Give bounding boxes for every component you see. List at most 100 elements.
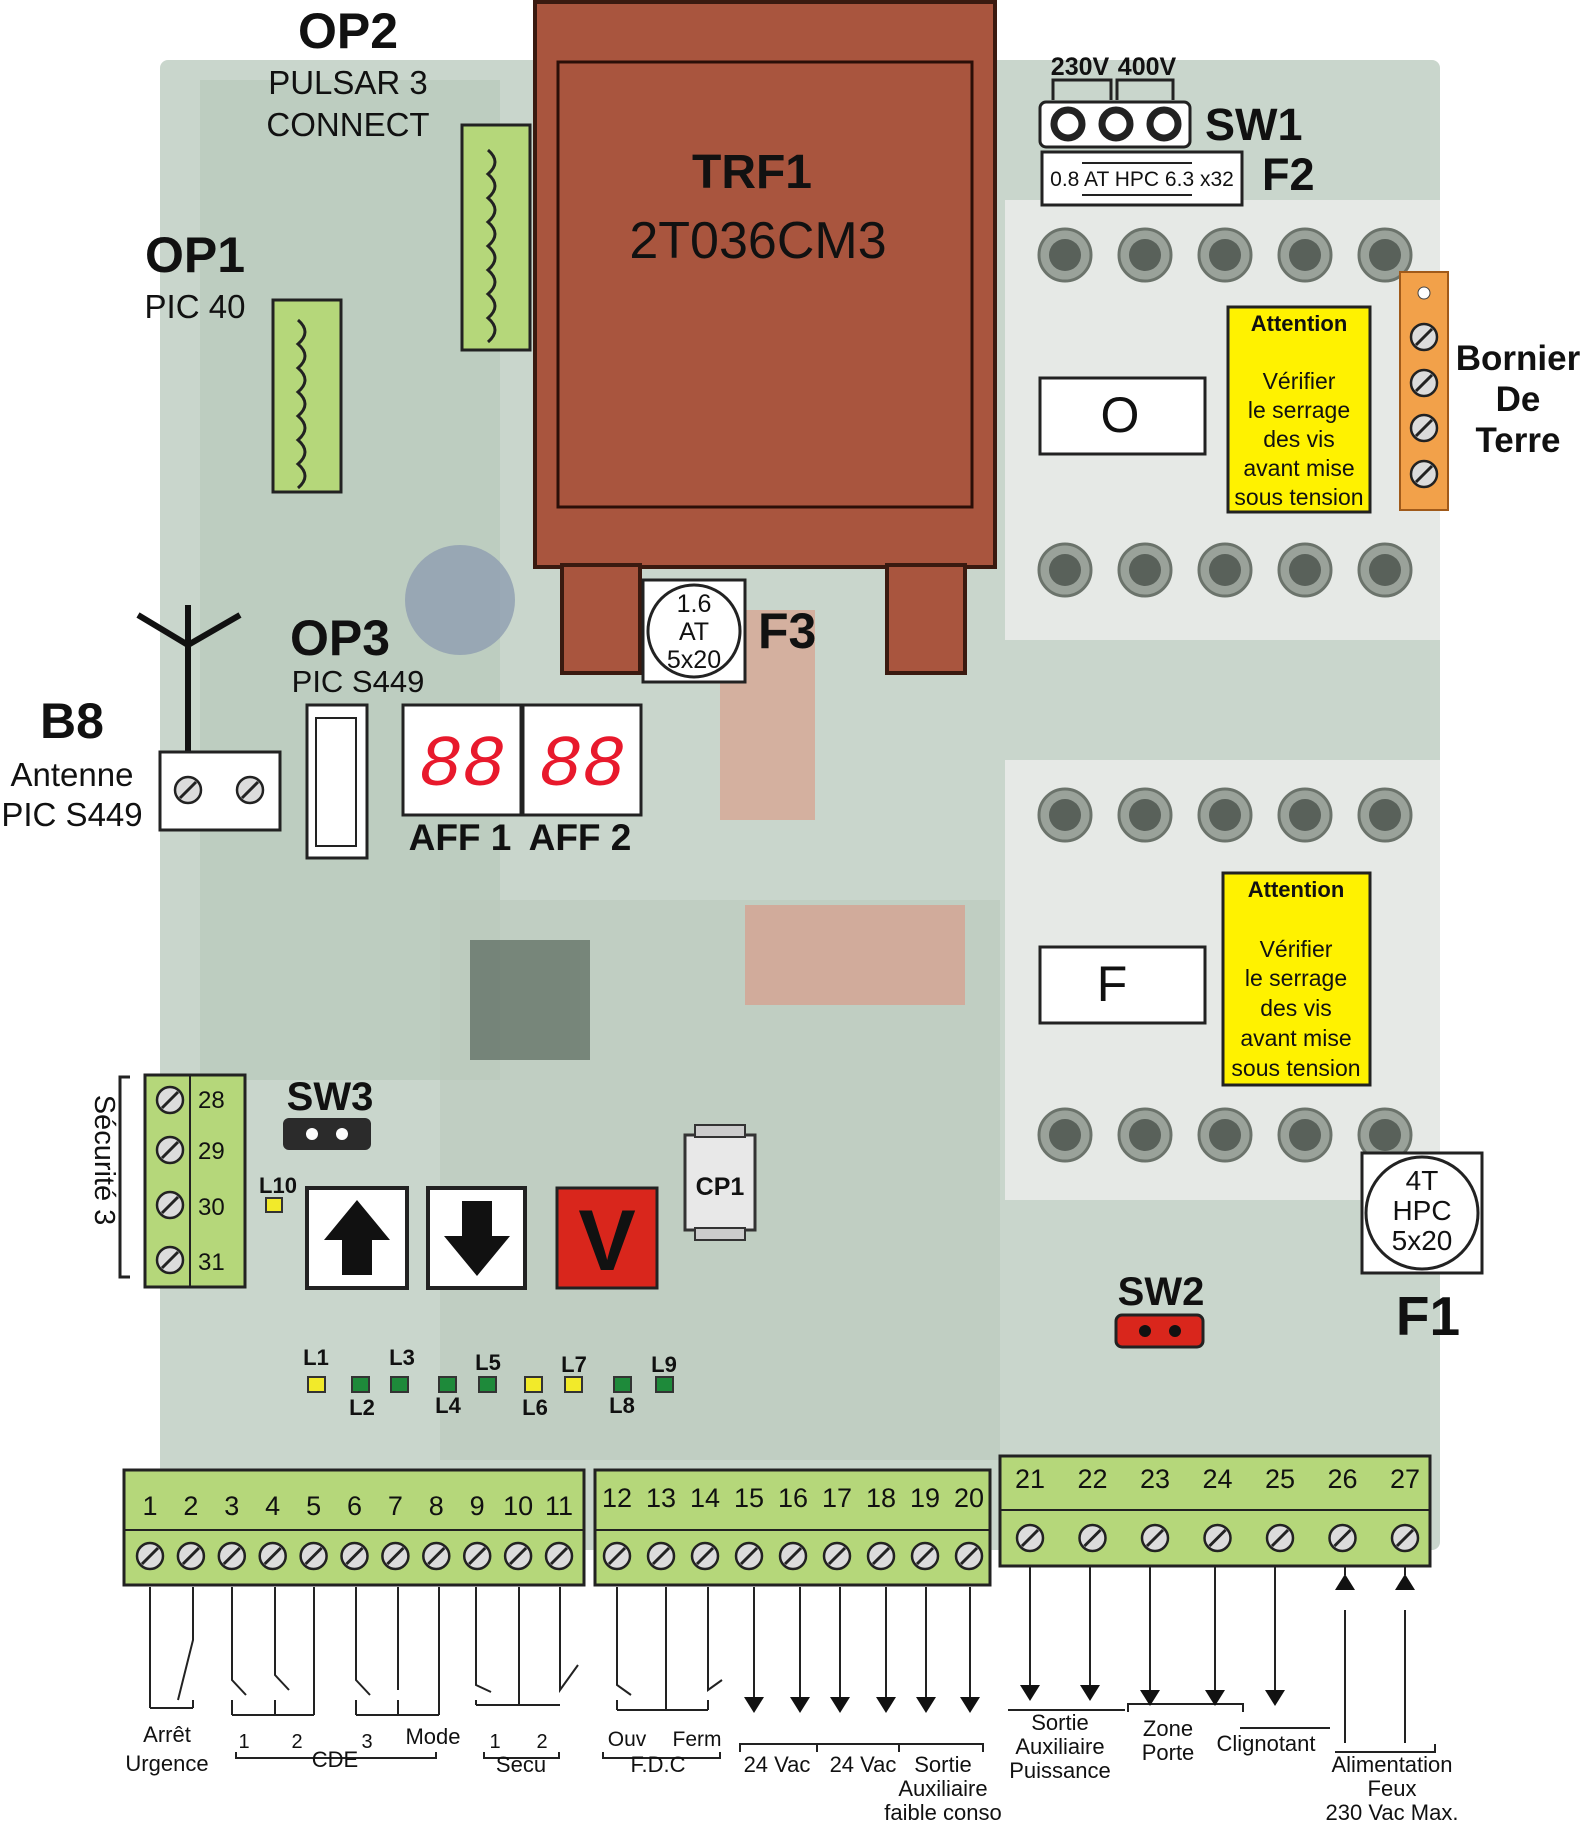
led-l1-label: L1 [303, 1345, 329, 1370]
attention-o-l3: des vis [1263, 426, 1335, 452]
label-fdc: F.D.C [631, 1752, 686, 1777]
validate-button[interactable]: V [555, 1186, 659, 1290]
attention-o-l1: Vérifier [1263, 368, 1336, 394]
attention-f-l5: sous tension [1231, 1055, 1360, 1081]
terminal-number-13: 13 [646, 1483, 676, 1513]
trf1-title: TRF1 [692, 146, 812, 199]
led-l6-label: L6 [522, 1395, 548, 1420]
attention-box-o: Attention Vérifier le serrage des vis av… [1226, 305, 1372, 514]
op2-line1: PULSAR 3 [268, 64, 428, 101]
terminal-screw-10[interactable] [503, 1541, 533, 1571]
terminal-screw-17[interactable] [822, 1541, 852, 1571]
terminal-screw-4[interactable] [258, 1541, 288, 1571]
label-sortie-puissance-1: Sortie [1031, 1710, 1088, 1735]
contactor-o-label-box [1038, 376, 1207, 456]
terminal-screw-1[interactable] [135, 1541, 165, 1571]
terminal-screw-22[interactable] [1078, 1523, 1107, 1553]
terminal-screw-14[interactable] [690, 1541, 720, 1571]
terminal-screw-24[interactable] [1203, 1523, 1232, 1553]
earth-terminal-strip: Bornier De Terre [1399, 271, 1581, 511]
label-feux: Feux [1368, 1776, 1417, 1801]
terminal-number-15: 15 [734, 1483, 764, 1513]
terminal-screw-2[interactable] [176, 1541, 206, 1571]
up-button[interactable] [305, 1186, 409, 1290]
attention-o-l5: sous tension [1234, 484, 1363, 510]
terminal-screw-26[interactable] [1328, 1523, 1357, 1553]
label-mode: Mode [405, 1724, 460, 1749]
terminal-number-20: 20 [954, 1483, 984, 1513]
label-sortie-faible-2: Auxiliaire [898, 1776, 987, 1801]
attention-o-l4: avant mise [1243, 455, 1354, 481]
terminal-screw-23[interactable] [1140, 1523, 1170, 1553]
terminal-number-10: 10 [503, 1491, 533, 1521]
bornier-l2: De [1496, 380, 1541, 419]
wiring-labels: Arrêt Urgence 1 2 3 CDE Mode 1 2 Secu Ou… [125, 1710, 1458, 1821]
f2-spec: 0.8 AT HPC 6.3 x32 [1050, 168, 1234, 191]
terminal-screw-16[interactable] [778, 1541, 808, 1571]
contactor-f-label: F [1097, 956, 1128, 1012]
sw1-opt1: 230V [1051, 53, 1110, 81]
op2-title: OP2 [298, 3, 398, 59]
attention-f-l3: des vis [1260, 995, 1332, 1021]
terminal-screw-8[interactable] [421, 1541, 451, 1571]
terminal-screw-6[interactable] [340, 1541, 369, 1571]
terminal-number-24: 24 [1202, 1464, 1232, 1494]
sw1-opt2: 400V [1118, 53, 1177, 81]
led-l9-label: L9 [651, 1352, 677, 1377]
terminal-screw-9[interactable] [462, 1541, 492, 1571]
terminal-number-23: 23 [1140, 1464, 1170, 1494]
attention-box-f: Attention Vérifier le serrage des vis av… [1221, 871, 1372, 1087]
contactor-f-label-box [1038, 945, 1207, 1025]
attention-o-l2: le serrage [1248, 397, 1350, 423]
terminal-screw-13[interactable] [646, 1541, 676, 1571]
op2-group: OP2 PULSAR 3 CONNECT [266, 3, 532, 352]
terminal-screw-7[interactable] [380, 1541, 410, 1571]
sw3-title: SW3 [287, 1075, 374, 1119]
l10-label: L10 [259, 1173, 297, 1198]
terminal-screw-27[interactable] [1390, 1523, 1420, 1553]
attention-f-l2: le serrage [1245, 965, 1347, 991]
label-secu: Secu [496, 1752, 546, 1777]
led-l9 [655, 1376, 674, 1393]
f2-title: F2 [1262, 149, 1315, 200]
label-ferm: Ferm [673, 1728, 722, 1751]
down-button[interactable] [426, 1186, 527, 1290]
attention-f-l1: Vérifier [1260, 936, 1333, 962]
seven-segment-displays: 88 88 AFF 1 AFF 2 [401, 703, 643, 858]
led-l7-label: L7 [561, 1352, 587, 1377]
terminal-screw-19[interactable] [910, 1541, 940, 1571]
terminal-screw-5[interactable] [299, 1541, 329, 1571]
terminal-number-12: 12 [602, 1483, 632, 1513]
terminal-screw-25[interactable] [1265, 1523, 1295, 1553]
terminal-screw-11[interactable] [544, 1541, 574, 1571]
terminal-number-17: 17 [822, 1483, 852, 1513]
f3-l1: 1.6 [677, 590, 712, 618]
sw2-jumper[interactable]: SW2 [1114, 1270, 1205, 1349]
sw3-jumper[interactable]: SW3 [283, 1075, 373, 1150]
led-l5 [478, 1376, 497, 1393]
terminal-number-11: 11 [545, 1491, 573, 1521]
op1-title: OP1 [145, 227, 245, 283]
securite3-label: Sécurité 3 [88, 1095, 120, 1226]
cp1-component: CP1 [683, 1124, 757, 1241]
sw1-group: 230V 400V SW1 0.8 AT HPC 6.3 x32 F2 [1038, 53, 1315, 207]
terminal-screw-3[interactable] [217, 1541, 247, 1571]
led-l6 [524, 1376, 543, 1393]
terminal-screw-18[interactable] [866, 1541, 896, 1571]
terminal-screw-20[interactable] [954, 1541, 984, 1571]
trf1-model: 2T036CM3 [629, 212, 886, 270]
terminal-28: 28 [198, 1087, 225, 1114]
terminal-screw-12[interactable] [602, 1541, 632, 1571]
sw2-title: SW2 [1118, 1270, 1205, 1314]
terminal-screw-21[interactable] [1015, 1523, 1045, 1553]
op2-line2: CONNECT [266, 106, 429, 143]
op1-group: OP1 PIC 40 [145, 227, 343, 494]
terminal-number-3: 3 [224, 1491, 239, 1521]
label-porte: Porte [1142, 1740, 1195, 1765]
led-l2-label: L2 [349, 1395, 375, 1420]
terminal-screw-15[interactable] [734, 1541, 764, 1571]
l10-led [265, 1197, 283, 1213]
